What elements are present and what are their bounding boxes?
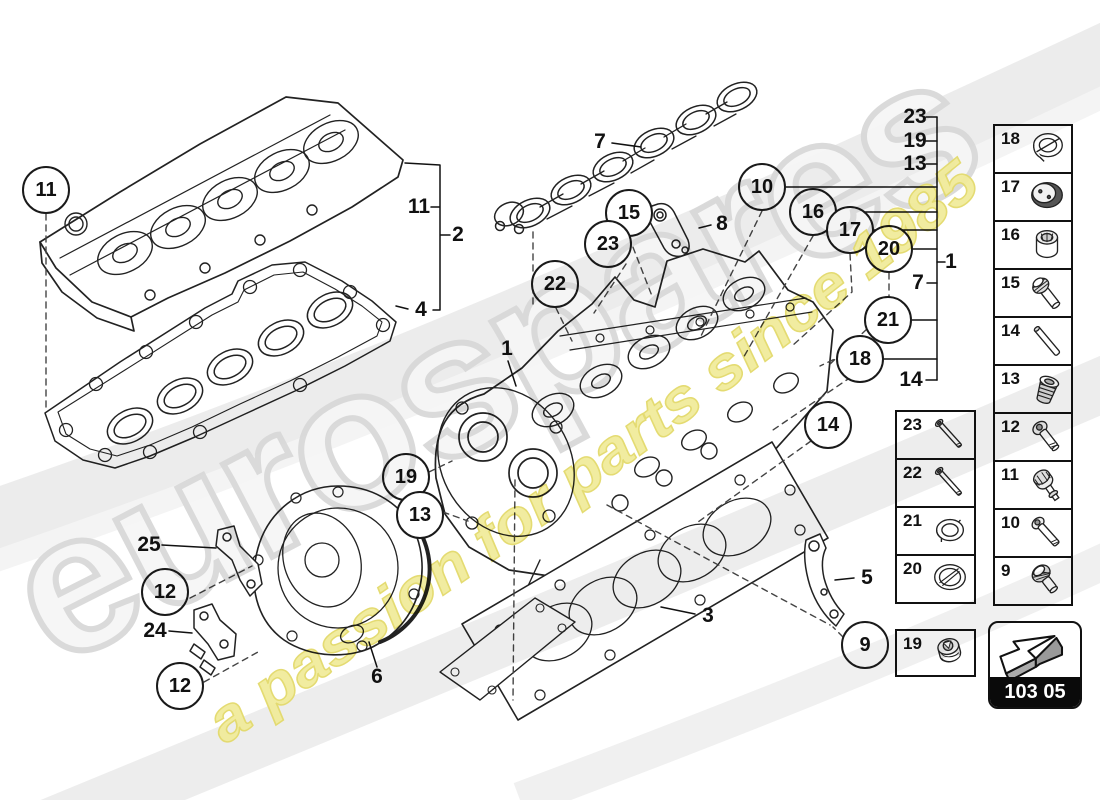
callout-circle-10[interactable]: 10: [738, 163, 786, 211]
knurled-bolt-icon: [1031, 564, 1059, 594]
section-code-box[interactable]: 103 05: [988, 621, 1082, 709]
part-number: 14: [1001, 321, 1020, 340]
socket-bolt-long-icon: [1031, 516, 1060, 547]
part-cell-18[interactable]: 18: [993, 124, 1073, 174]
sealing-cap-icon: [1032, 133, 1063, 162]
valve-fitting-icon: [1032, 469, 1060, 502]
screw-cap-icon: [1031, 182, 1063, 209]
part-label-7: 7: [594, 130, 606, 153]
section-code: 103 05: [990, 677, 1080, 707]
part-label-7: 7: [912, 271, 924, 294]
part-cell-22[interactable]: 22: [895, 458, 976, 508]
part-number: 17: [1001, 177, 1020, 196]
parts-cell-detached: 19: [895, 629, 976, 677]
part-number: 11: [1001, 465, 1019, 484]
callout-circle-23[interactable]: 23: [584, 220, 632, 268]
part-number: 9: [1001, 561, 1011, 580]
part-cell-14[interactable]: 14: [993, 316, 1073, 366]
parts-column-main: 18 17 16 15 14 13 12 11 10 9: [993, 124, 1073, 606]
long-stud-icon: [934, 466, 963, 496]
dowel-pin-icon: [1033, 326, 1061, 356]
part-number: 20: [903, 559, 922, 578]
callout-circle-12[interactable]: 12: [156, 662, 204, 710]
part-number: 21: [903, 511, 922, 530]
part-cell-16[interactable]: 16: [993, 220, 1073, 270]
part-cell-15[interactable]: 15: [993, 268, 1073, 318]
part-label-25: 25: [137, 533, 161, 556]
callout-circle-9[interactable]: 9: [841, 621, 889, 669]
part-number: 19: [903, 634, 922, 653]
screw-plug-icon: [1036, 375, 1060, 404]
part-label-3: 3: [702, 604, 714, 627]
part-label-1: 1: [501, 337, 513, 360]
seal-ring-icon: [935, 518, 965, 542]
part-label-14: 14: [899, 368, 923, 391]
part-label-8: 8: [716, 212, 728, 235]
part-label-23: 23: [903, 105, 927, 128]
part-number: 10: [1001, 513, 1020, 532]
long-stud-icon: [934, 418, 963, 448]
part-label-19: 19: [903, 129, 927, 152]
part-cell-23[interactable]: 23: [895, 410, 976, 460]
callout-circle-11[interactable]: 11: [22, 166, 70, 214]
part-cell-9[interactable]: 9: [993, 556, 1073, 606]
part-number: 16: [1001, 225, 1020, 244]
part-label-13: 13: [903, 152, 927, 175]
part-cell-20[interactable]: 20: [895, 554, 976, 604]
part-cell-21[interactable]: 21: [895, 506, 976, 556]
stud-bolt-icon: [1032, 277, 1061, 310]
part-label-6: 6: [371, 665, 383, 688]
part-label-2: 2: [452, 223, 464, 246]
sealing-ring-icon: [934, 564, 966, 591]
callout-circle-18[interactable]: 18: [836, 335, 884, 383]
part-cell-13[interactable]: 13: [993, 364, 1073, 414]
part-number: 22: [903, 463, 922, 482]
part-label-11: 11: [407, 195, 431, 218]
part-label-1: 1: [945, 250, 957, 273]
part-number: 15: [1001, 273, 1020, 292]
previous-section-arrow-icon: [999, 635, 1064, 682]
callout-circle-13[interactable]: 13: [396, 491, 444, 539]
part-cell-12[interactable]: 12: [993, 412, 1073, 462]
part-number: 18: [1001, 129, 1020, 148]
part-number: 12: [1001, 417, 1020, 436]
callout-circle-20[interactable]: 20: [865, 225, 913, 273]
callout-circle-14[interactable]: 14: [804, 401, 852, 449]
parts-column-secondary: 23 22 21 20: [895, 410, 976, 604]
socket-bolt-icon: [1032, 420, 1060, 452]
part-number: 23: [903, 415, 922, 434]
part-label-24: 24: [143, 619, 167, 642]
callout-circle-22[interactable]: 22: [531, 260, 579, 308]
part-cell-17[interactable]: 17: [993, 172, 1073, 222]
part-cell-19[interactable]: 19: [895, 629, 976, 677]
knurled-plug-icon: [937, 638, 962, 663]
part-number: 13: [1001, 369, 1020, 388]
part-cell-11[interactable]: 11: [993, 460, 1073, 510]
callout-circle-12[interactable]: 12: [141, 568, 189, 616]
part-label-4: 4: [415, 298, 427, 321]
part-cell-10[interactable]: 10: [993, 508, 1073, 558]
bushing-icon: [1035, 230, 1059, 259]
part-label-5: 5: [861, 566, 873, 589]
